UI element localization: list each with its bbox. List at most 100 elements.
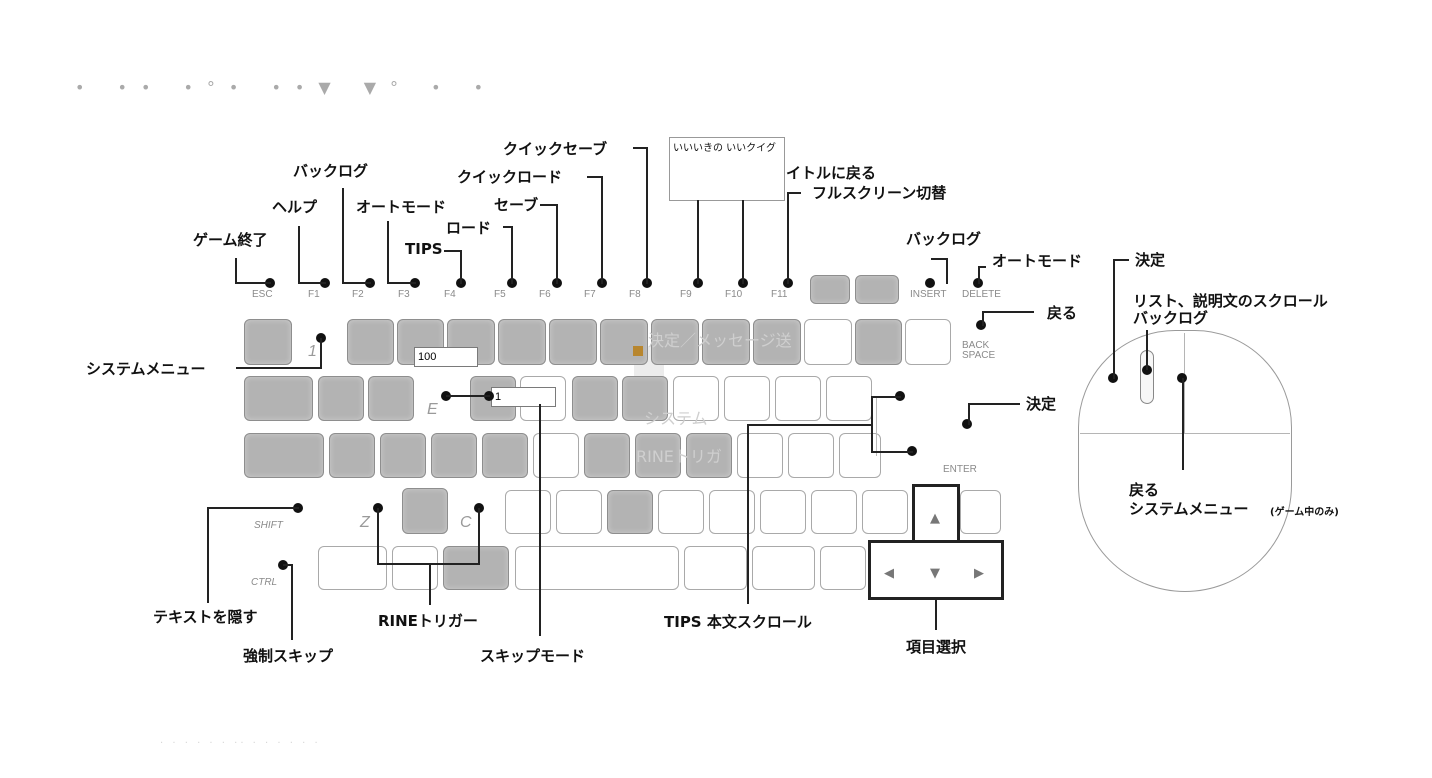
- key-s[interactable]: [380, 433, 426, 478]
- key-e-label[interactable]: E: [427, 401, 438, 418]
- arrow-down-icon[interactable]: ▼: [930, 566, 940, 581]
- line-load-v: [511, 226, 513, 284]
- key-fn[interactable]: [318, 546, 387, 590]
- key-a[interactable]: [329, 433, 375, 478]
- label-mouse-system-menu-note: (ゲーム中のみ): [1270, 507, 1339, 518]
- arrow-bottom-keys[interactable]: [868, 540, 1004, 600]
- key-f2-label[interactable]: F2: [352, 289, 364, 300]
- label-quick-save: クイックセーブ: [503, 140, 608, 158]
- line-f9-v: [697, 200, 699, 284]
- color-swatch[interactable]: [633, 346, 643, 356]
- key-1-label[interactable]: 1: [308, 343, 317, 360]
- key-o[interactable]: [724, 376, 770, 421]
- key-back-label[interactable]: BACK: [962, 340, 990, 351]
- label-rine-trigger: RINEトリガー: [378, 612, 478, 630]
- key-slash[interactable]: [811, 490, 857, 534]
- line-return-v: [982, 311, 984, 326]
- arrow-left-icon[interactable]: ◀: [884, 566, 894, 581]
- key-m[interactable]: [658, 490, 704, 534]
- key-delete-label[interactable]: DELETE: [962, 289, 1001, 300]
- line-return-h: [982, 311, 1034, 313]
- key-n[interactable]: [607, 490, 653, 534]
- key-q[interactable]: [318, 376, 364, 421]
- key-9[interactable]: [702, 319, 750, 365]
- key-6[interactable]: [549, 319, 597, 365]
- key-i[interactable]: [673, 376, 719, 421]
- key-f[interactable]: [482, 433, 528, 478]
- key-space[interactable]: [515, 546, 679, 590]
- line-tipsscroll-h: [747, 424, 873, 426]
- key-alt-right[interactable]: [752, 546, 815, 590]
- key-v[interactable]: [505, 490, 551, 534]
- value-field-1[interactable]: [491, 387, 556, 407]
- label-item-select: 項目選択: [906, 638, 967, 656]
- label-tips-scroll: TIPS 本文スクロール: [664, 613, 812, 631]
- key-at[interactable]: [826, 376, 872, 421]
- key-8[interactable]: [651, 319, 699, 365]
- key-2[interactable]: [347, 319, 394, 365]
- key-w[interactable]: [368, 376, 414, 421]
- key-p[interactable]: [775, 376, 821, 421]
- line-enter-v: [968, 403, 970, 425]
- key-f6-label[interactable]: F6: [539, 289, 551, 300]
- arrow-up-key[interactable]: [912, 484, 960, 540]
- label-mouse-scroll: リスト、説明文のスクロール: [1133, 292, 1328, 310]
- key-minus[interactable]: [804, 319, 852, 365]
- key-f7-label[interactable]: F7: [584, 289, 596, 300]
- key-u[interactable]: [622, 376, 668, 421]
- line-backlog-v: [342, 188, 344, 284]
- key-alt[interactable]: [443, 546, 509, 590]
- key-z-label[interactable]: Z: [360, 514, 370, 531]
- key-esc-label[interactable]: ESC: [252, 289, 273, 300]
- key-f11-label[interactable]: F11: [771, 289, 788, 300]
- label-skip-mode: スキップモード: [480, 647, 586, 665]
- key-7[interactable]: [600, 319, 648, 365]
- key-f4-label[interactable]: F4: [444, 289, 456, 300]
- key-print[interactable]: [855, 275, 899, 304]
- key-c-label[interactable]: C: [460, 514, 472, 531]
- key-insert-label[interactable]: INSERT: [910, 289, 947, 300]
- key-hankaku[interactable]: [244, 319, 292, 365]
- arrow-right-icon[interactable]: ▶: [974, 566, 984, 581]
- key-caps[interactable]: [244, 433, 324, 478]
- key-semicolon[interactable]: [788, 433, 834, 478]
- key-colon[interactable]: [839, 433, 881, 478]
- key-tab[interactable]: [244, 376, 313, 421]
- key-f5-label[interactable]: F5: [494, 289, 506, 300]
- key-period[interactable]: [760, 490, 806, 534]
- key-ctrl-right[interactable]: [820, 546, 866, 590]
- key-x[interactable]: [402, 488, 448, 534]
- key-ctrl-label[interactable]: CTRL: [251, 577, 278, 588]
- key-enter-label[interactable]: ENTER: [943, 464, 977, 475]
- key-5[interactable]: [498, 319, 546, 365]
- key-k[interactable]: [686, 433, 732, 478]
- key-l[interactable]: [737, 433, 783, 478]
- key-win[interactable]: [392, 546, 438, 590]
- label-tips: TIPS: [405, 240, 443, 258]
- key-f10-label[interactable]: F10: [725, 289, 743, 300]
- key-f9-label[interactable]: F9: [680, 289, 692, 300]
- key-henkan[interactable]: [684, 546, 747, 590]
- key-b[interactable]: [556, 490, 602, 534]
- key-f1-label[interactable]: F1: [308, 289, 320, 300]
- value-field-100[interactable]: [414, 347, 478, 367]
- key-j[interactable]: [635, 433, 681, 478]
- line-ctrl-v: [291, 564, 293, 640]
- key-f3-label[interactable]: F3: [398, 289, 410, 300]
- key-h[interactable]: [584, 433, 630, 478]
- key-f8-label[interactable]: F8: [629, 289, 641, 300]
- key-yen[interactable]: [905, 319, 951, 365]
- line-e-h: [446, 395, 490, 397]
- key-f12[interactable]: [810, 275, 850, 304]
- key-space-label[interactable]: SPACE: [962, 350, 996, 361]
- key-shift-label[interactable]: SHIFT: [254, 520, 283, 531]
- key-right-shift[interactable]: [960, 490, 1001, 534]
- key-caret[interactable]: [855, 319, 902, 365]
- enter-key-outline[interactable]: [876, 396, 897, 456]
- key-0[interactable]: [753, 319, 801, 365]
- line-tipsscroll-v: [747, 424, 749, 604]
- key-backslash[interactable]: [862, 490, 908, 534]
- arrow-up-icon[interactable]: ▲: [930, 511, 940, 526]
- key-y[interactable]: [572, 376, 618, 421]
- key-d[interactable]: [431, 433, 477, 478]
